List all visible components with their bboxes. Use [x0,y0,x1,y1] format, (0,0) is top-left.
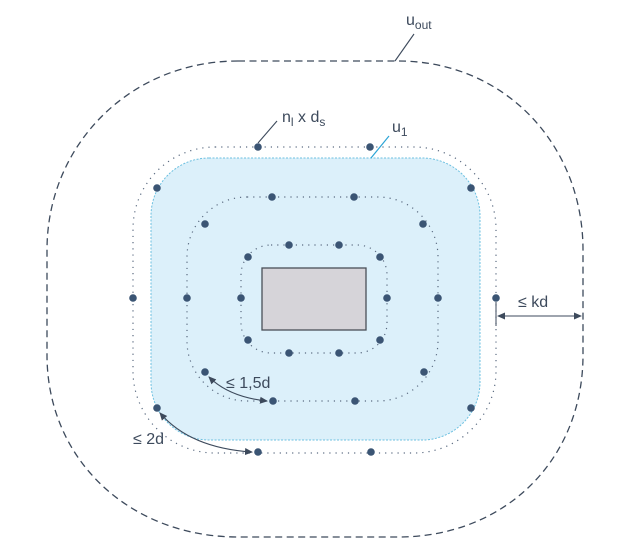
stud [419,220,427,228]
leader-u-out [394,33,415,62]
stud [153,404,161,412]
stud [376,336,384,344]
label-u1: u1 [392,119,408,139]
radial-spacing-arrow [208,376,268,404]
column [261,267,367,331]
stud [129,294,137,302]
stud [269,397,277,405]
stud [254,448,262,456]
leader-reinforcement [257,120,278,144]
stud [183,294,191,302]
stud [366,143,374,151]
label-tangential-spacing: ≤ 2d [133,431,164,448]
stud [244,253,252,261]
outer-perimeter-u-out [46,60,584,538]
shear-studs [129,143,500,456]
stud [201,368,209,376]
stud [335,349,343,357]
stud [350,193,358,201]
label-u-out: uout [406,12,432,32]
stud [244,336,252,344]
stud [383,294,391,302]
stud-perimeter-outer [132,146,497,454]
stud [420,368,428,376]
stud [285,241,293,249]
stud [268,193,276,201]
stud [367,448,375,456]
stud [335,241,343,249]
tangential-spacing-arrow [159,412,253,456]
stud [351,397,359,405]
stud [237,294,245,302]
stud [467,184,475,192]
label-radial-spacing: ≤ 1,5d [226,375,270,392]
stud [201,220,209,228]
stud [254,143,262,151]
stud [492,294,500,302]
stud [376,253,384,261]
label-reinforcement: nl x ds [282,109,325,129]
stud [467,404,475,412]
leader-u1 [370,135,390,159]
stud [434,294,442,302]
stud [285,349,293,357]
stud [153,184,161,192]
label-kd: ≤ kd [518,294,548,311]
